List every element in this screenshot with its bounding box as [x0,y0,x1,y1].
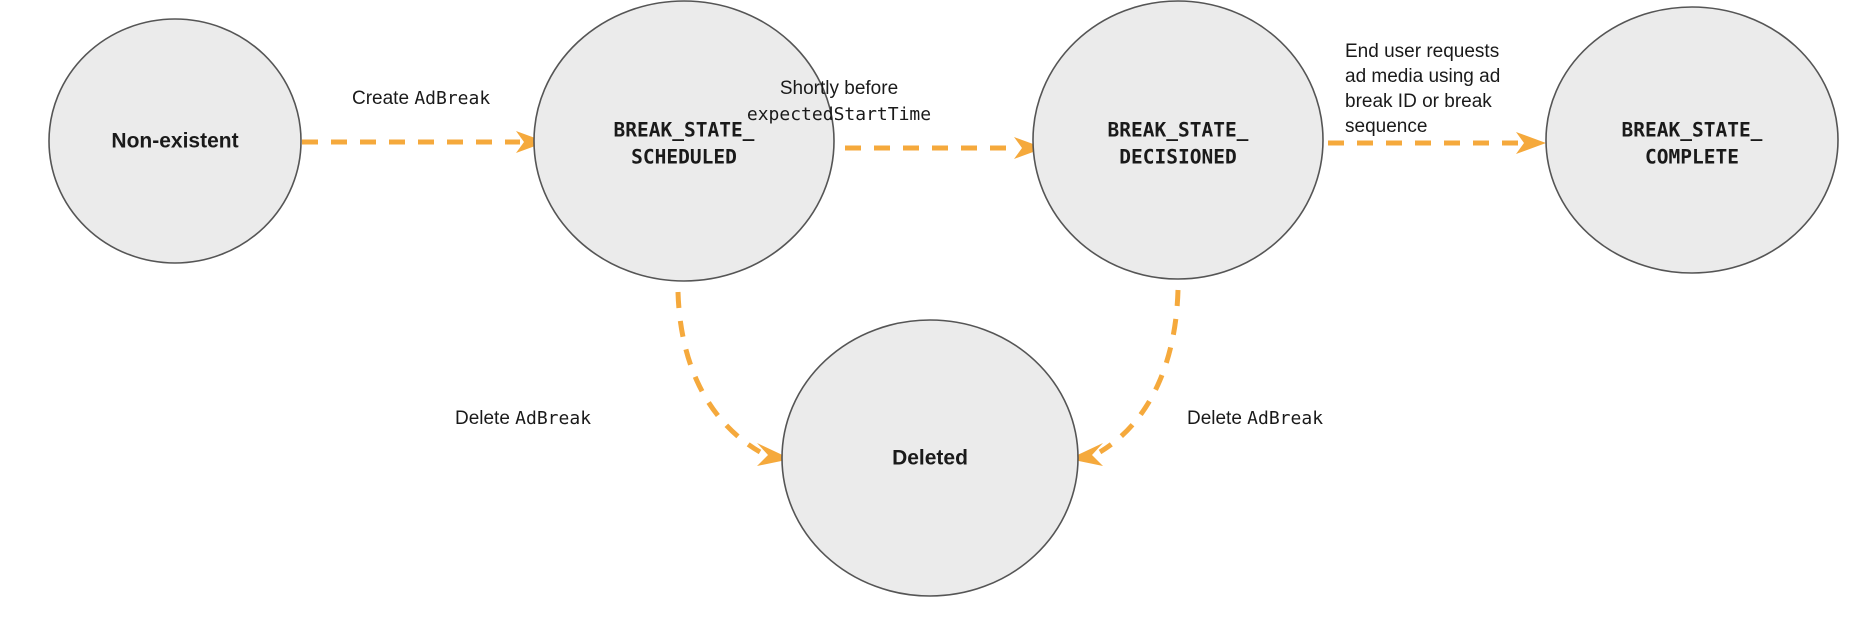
node-break-state-complete[interactable]: BREAK_STATE_ COMPLETE [1545,6,1839,274]
edge-label-shortly-before-line2-mono: expectedStartTime [747,104,931,125]
edge-create-adbreak-arrowhead [516,131,546,153]
node-non-existent-shape[interactable] [48,18,302,264]
edge-label-delete-from-scheduled-seg-0: Delete [455,408,515,429]
edge-label-delete-from-scheduled-seg-1: AdBreak [515,408,591,429]
edge-label-delete-from-decisioned: Delete AdBreak [1187,408,1323,429]
node-break-state-decisioned-label-line1: BREAK_STATE_ [1108,119,1249,142]
edge-delete-from-decisioned-line [1098,289,1181,455]
edge-label-end-user-requests-line2: ad media using ad [1345,66,1500,87]
node-break-state-scheduled-shape[interactable] [533,0,835,282]
node-break-state-complete-label-line2: COMPLETE [1645,146,1739,169]
edge-label-shortly-before-line1: Shortly before [780,78,898,99]
edge-end-user-requests-arrowhead [1516,132,1546,154]
edge-label-delete-from-decisioned-seg-1: AdBreak [1247,408,1323,429]
node-break-state-complete-shape[interactable] [1545,6,1839,274]
edge-label-end-user-requests-line1: End user requests [1345,41,1499,62]
node-break-state-scheduled-label-line1: BREAK_STATE_ [614,119,755,142]
node-break-state-complete-label-line1: BREAK_STATE_ [1622,119,1763,142]
edge-label-end-user-requests-line3: break ID or break [1345,91,1492,112]
edge-label-shortly-before: Shortly before expectedStartTime [747,78,931,125]
edge-label-create-adbreak-seg-1: AdBreak [414,88,490,109]
node-break-state-scheduled-label-line2: SCHEDULED [631,146,737,169]
edge-delete-from-decisioned [1069,289,1181,466]
edge-label-delete-from-scheduled: Delete AdBreak [455,408,591,429]
edge-shortly-before [700,137,1044,159]
node-break-state-scheduled[interactable]: BREAK_STATE_ SCHEDULED [533,0,835,282]
edge-label-end-user-requests: End user requests ad media using ad brea… [1345,41,1500,137]
node-non-existent-label: Non-existent [111,130,238,153]
edge-label-create-adbreak-seg-0: Create [352,88,414,109]
edge-label-delete-from-decisioned-seg-0: Delete [1187,408,1247,429]
edge-delete-from-scheduled [675,291,791,466]
node-non-existent[interactable]: Non-existent [48,18,302,264]
edge-label-shortly-before-line2: expectedStartTime [747,104,931,125]
edge-delete-from-scheduled-line [675,291,762,455]
edge-label-create-adbreak: Create AdBreak [352,88,490,109]
node-deleted-label: Deleted [892,447,968,470]
edge-end-user-requests [1328,132,1546,154]
edge-create-adbreak [302,131,546,153]
node-deleted-shape[interactable] [781,319,1079,597]
node-break-state-decisioned[interactable]: BREAK_STATE_ DECISIONED [1032,0,1324,280]
edge-label-end-user-requests-line4: sequence [1345,116,1427,137]
node-break-state-decisioned-label-line2: DECISIONED [1119,146,1236,169]
edge-shortly-before-arrowhead [1014,137,1044,159]
node-break-state-decisioned-shape[interactable] [1032,0,1324,280]
node-deleted[interactable]: Deleted [781,319,1079,597]
